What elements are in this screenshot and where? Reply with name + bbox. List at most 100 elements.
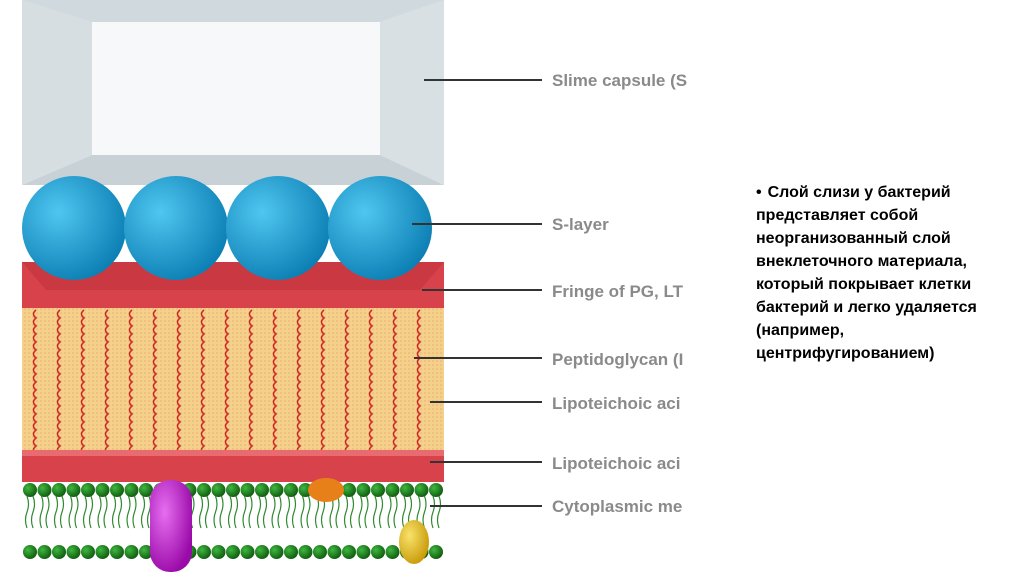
bullet-paragraph: •Слой слизи у бактерий представляет собо…: [756, 181, 1018, 365]
lipid-head: [327, 545, 342, 559]
lipid-head: [211, 545, 226, 559]
pg-strand: [56, 309, 62, 455]
lipid-head: [124, 545, 139, 559]
lipid-tails: [300, 495, 311, 529]
pg-strand: [272, 309, 278, 455]
pg-strand: [80, 309, 86, 455]
lipid-head: [23, 545, 37, 559]
lipid-head: [356, 545, 371, 559]
lipid-head: [298, 545, 313, 559]
lipid-tails: [213, 495, 224, 529]
label-slime-capsule: Slime capsule (S: [552, 71, 687, 90]
label-lipoteichoic-2: Lipoteichoic aci: [552, 454, 680, 473]
lipid-head: [52, 545, 66, 559]
lipid-tails: [68, 495, 79, 529]
pg-strand: [296, 309, 302, 455]
pg-strand: [392, 309, 398, 455]
s-layer-spheres: [22, 176, 432, 280]
lipid-head: [342, 545, 356, 559]
lipid-tails: [198, 495, 210, 529]
lipid-tails: [227, 495, 239, 529]
label-fade: [690, 0, 720, 574]
lipid-tails: [256, 495, 268, 529]
lipid-head: [269, 483, 284, 497]
lipid-head: [429, 483, 443, 497]
lipid-head: [197, 545, 211, 559]
pg-strand: [104, 309, 110, 455]
pg-strand: [224, 309, 230, 455]
lipid-head: [385, 545, 400, 559]
lipid-tails: [24, 495, 36, 529]
label-lipoteichoic-1: Lipoteichoic aci: [552, 394, 680, 413]
lipid-tails: [358, 495, 369, 529]
lipid-tails: [126, 495, 137, 529]
peptidoglycan-strands: [32, 309, 422, 455]
lipid-head: [110, 483, 124, 497]
lipid-head: [52, 483, 66, 497]
pg-strand: [152, 309, 158, 455]
lipid-tails: [82, 495, 94, 529]
lipid-tails: [97, 495, 108, 529]
layer-labels: Slime capsule (S S-layer Fringe of PG, L…: [552, 71, 687, 516]
pg-strand: [368, 309, 374, 455]
lipid-tails: [343, 495, 355, 529]
lipid-head: [66, 545, 81, 559]
pg-strand: [320, 309, 326, 455]
pg-strand: [32, 309, 38, 455]
lipid-head: [110, 545, 124, 559]
lipid-tails: [39, 495, 50, 529]
lipid-head: [313, 545, 327, 559]
lipid-head: [124, 483, 139, 497]
lipid-head: [37, 545, 52, 559]
lipid-head: [81, 545, 95, 559]
lipid-head: [269, 545, 284, 559]
slime-capsule-layer: [22, 0, 444, 185]
label-peptidoglycan: Peptidoglycan (I: [552, 350, 683, 369]
membrane-proteins: [150, 478, 429, 572]
lipid-head: [211, 483, 226, 497]
pg-strand: [248, 309, 254, 455]
lipid-tails: [140, 495, 152, 529]
lipid-head: [400, 483, 414, 497]
pg-strand: [416, 309, 422, 455]
lipid-head: [371, 483, 385, 497]
lipid-head: [284, 545, 298, 559]
lipid-tails: [387, 495, 398, 529]
lipid-head: [95, 483, 110, 497]
lipoteichoic-band: [22, 450, 444, 482]
label-fringe: Fringe of PG, LT: [552, 282, 684, 301]
lipid-head: [342, 483, 356, 497]
lipid-head: [284, 483, 298, 497]
lipid-head: [255, 483, 269, 497]
lipid-head: [226, 483, 240, 497]
lipid-tails: [53, 495, 65, 529]
peptidoglycan-layer: [22, 308, 444, 455]
lipid-head: [226, 545, 240, 559]
lipid-head: [356, 483, 371, 497]
lipid-head: [81, 483, 95, 497]
lipid-tails: [430, 495, 442, 529]
lipid-head: [414, 483, 429, 497]
lipid-head: [66, 483, 81, 497]
label-s-layer: S-layer: [552, 215, 609, 234]
bullet-body: Слой слизи у бактерий представляет собой…: [756, 184, 977, 362]
lipid-head: [139, 545, 153, 559]
lipid-head: [37, 483, 52, 497]
lipid-tails: [111, 495, 123, 529]
pg-strand: [200, 309, 206, 455]
leader-lines: [412, 79, 542, 507]
bullet-icon: •: [756, 184, 762, 201]
pg-strand: [344, 309, 350, 455]
lipid-head: [240, 545, 255, 559]
pg-strand: [176, 309, 182, 455]
lipid-head: [197, 483, 211, 497]
lipid-tails: [271, 495, 282, 529]
lipid-head: [139, 483, 153, 497]
lipid-tails: [242, 495, 253, 529]
label-cytoplasmic: Cytoplasmic me: [552, 497, 682, 516]
lipid-head: [429, 545, 443, 559]
lipid-tails: [372, 495, 384, 529]
lipid-head: [240, 483, 255, 497]
lipid-tails: [285, 495, 297, 529]
cytoplasmic-membrane: [23, 483, 443, 559]
